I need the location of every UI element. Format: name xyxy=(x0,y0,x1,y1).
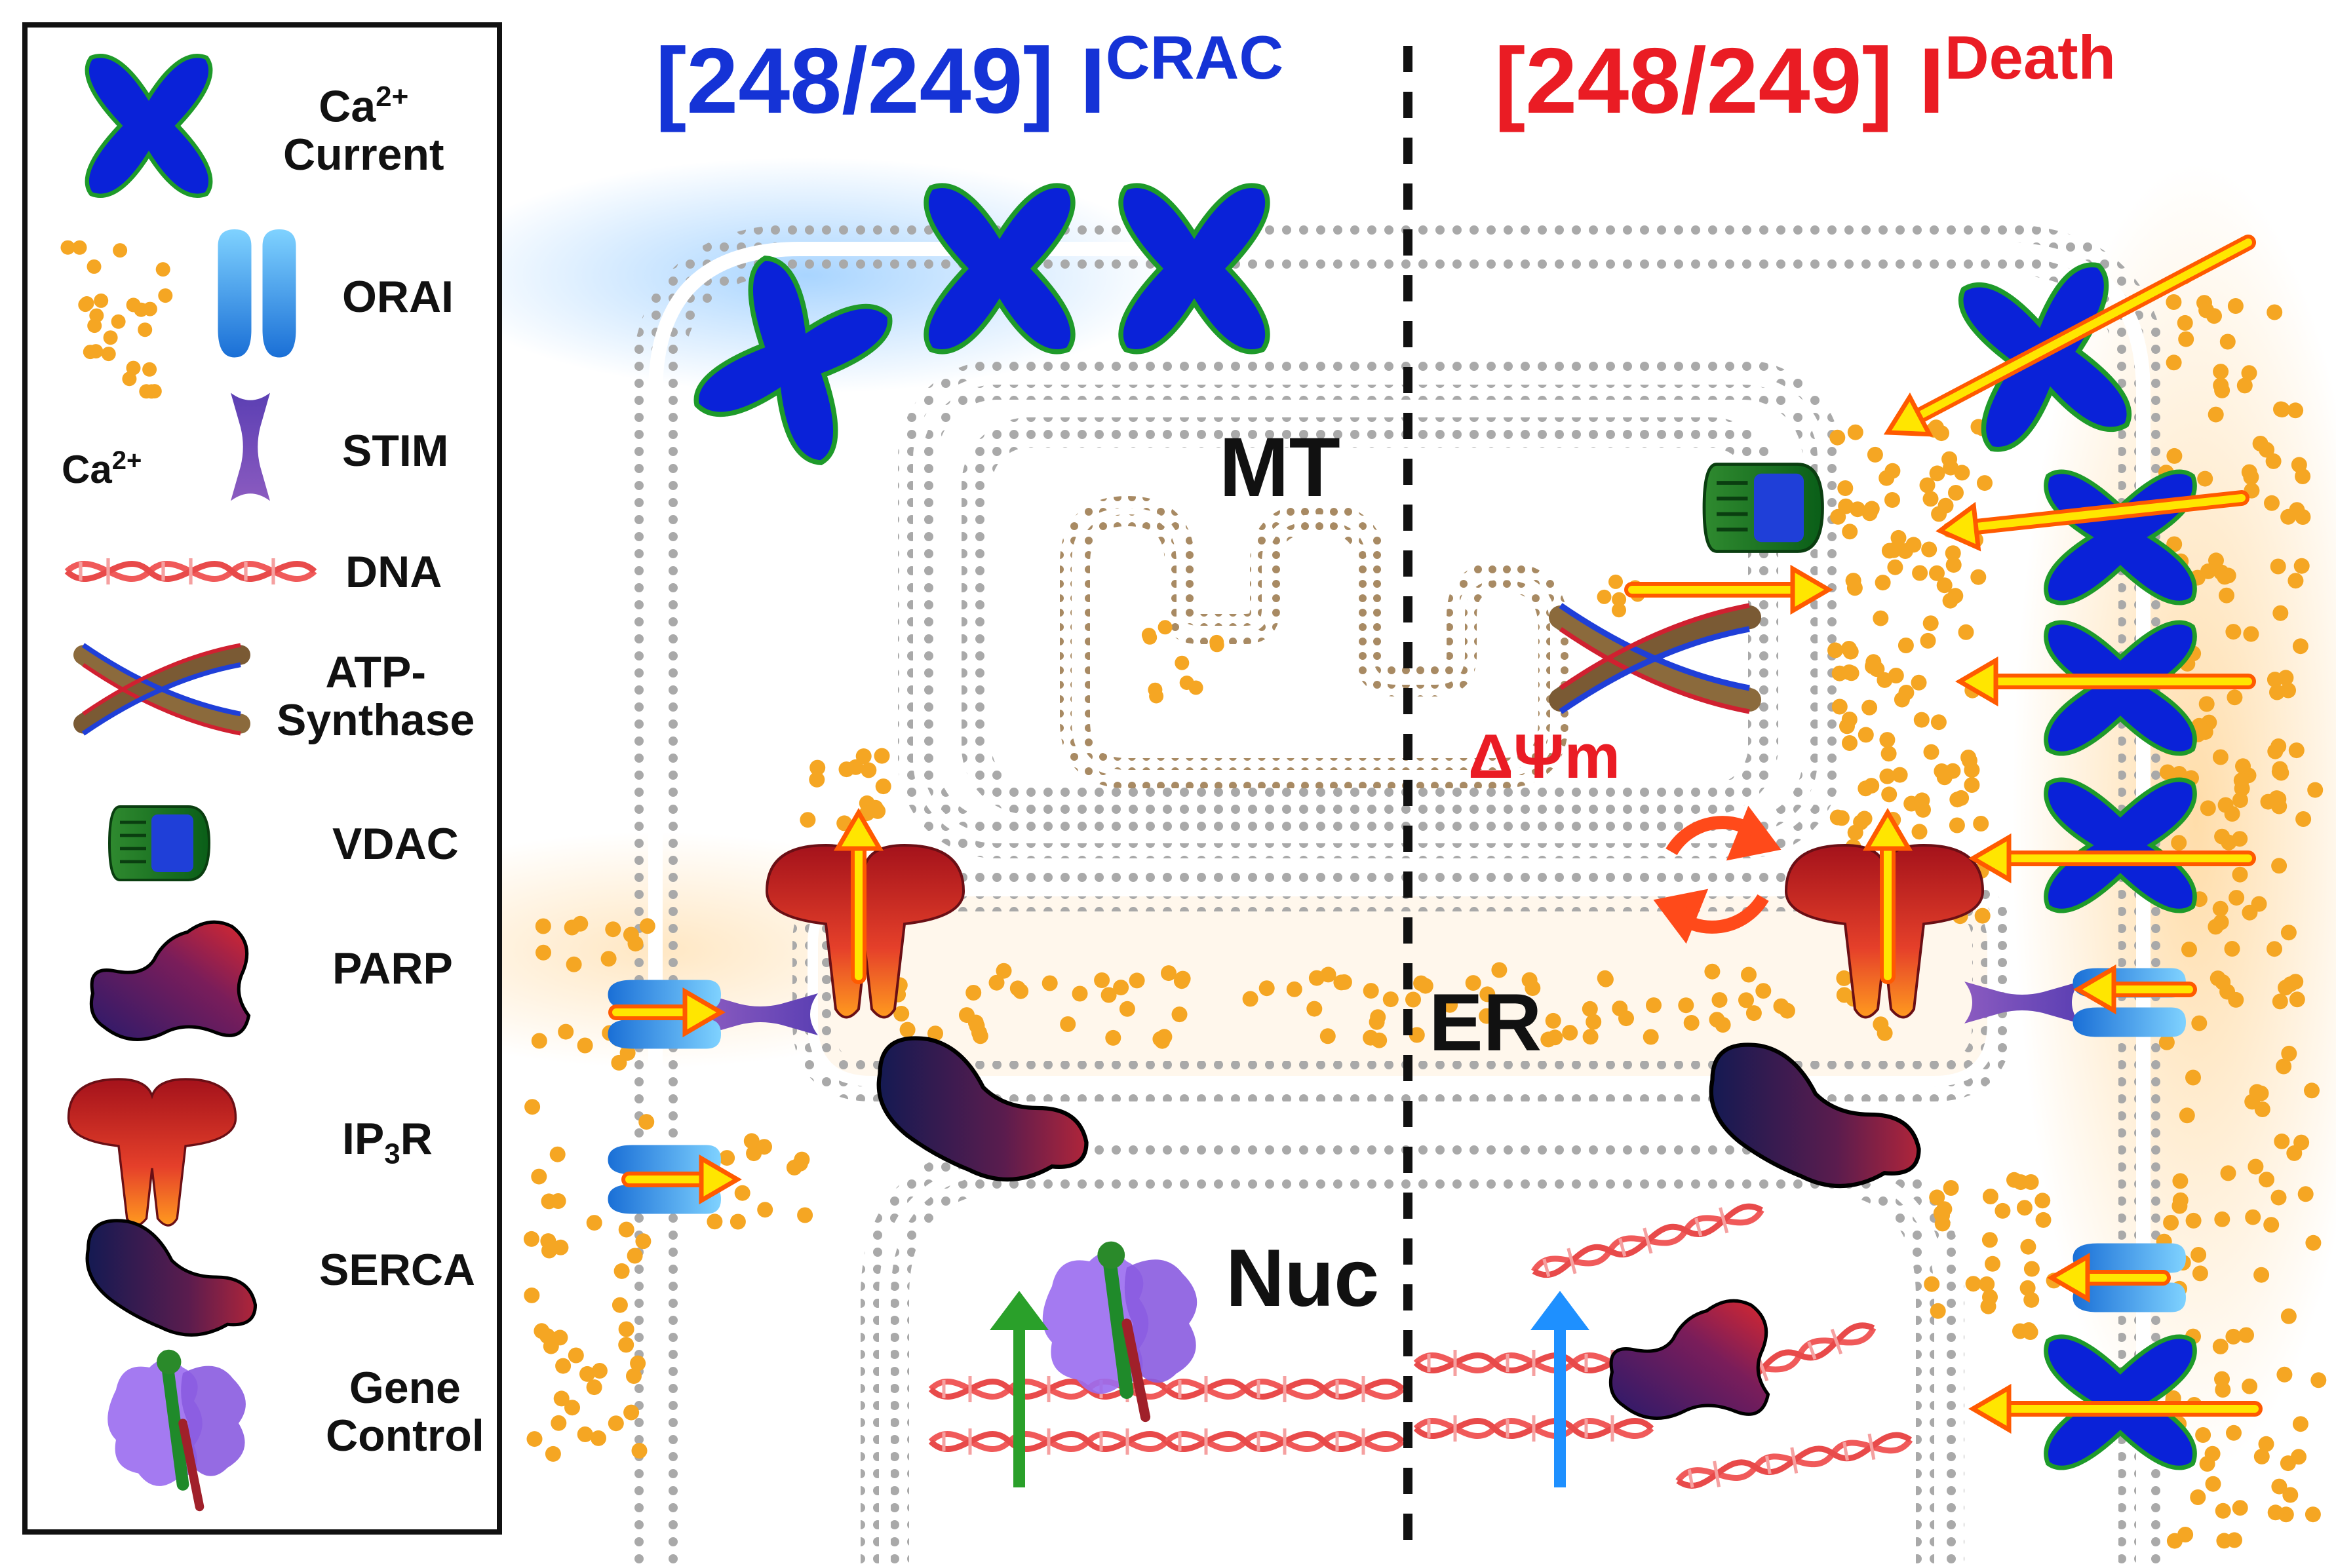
atp-synthase-icon xyxy=(83,645,241,734)
legend-ip3r: IP3R xyxy=(342,1114,433,1170)
membrane-potential-label: ΔΨm xyxy=(1468,721,1621,792)
serca-icon xyxy=(87,1221,255,1335)
rotation-arrows-icon xyxy=(1653,805,1781,944)
cristae-gap xyxy=(1072,507,1557,776)
mitochondria-outer-gap xyxy=(913,375,1827,843)
legend-dna: DNA xyxy=(345,547,442,597)
legend-panel: Ca2+ Current ORAI Ca2+ STIM DNA ATP- Syn… xyxy=(22,22,502,1535)
er-label: ER xyxy=(1429,978,1542,1068)
vdac-icon xyxy=(109,807,209,880)
calcium-current-icon xyxy=(87,56,211,196)
crac-title: [248/249] ICRAC xyxy=(655,23,1284,133)
legend-icons xyxy=(60,28,497,1529)
legend-vdac: VDAC xyxy=(332,819,459,869)
nucleus-label: Nuc xyxy=(1226,1233,1380,1324)
calcium-flux-arrows xyxy=(608,235,2263,1434)
death-title: [248/249] IDeath xyxy=(1494,23,2116,133)
legend-calcium-current: Ca2+ Current xyxy=(283,81,444,180)
ip3r-icon xyxy=(67,1078,237,1227)
legend-ca-ion: Ca2+ xyxy=(62,446,142,491)
gene-control-icon xyxy=(107,1350,246,1507)
legend-stim: STIM xyxy=(342,426,449,476)
mitochondria-label: MT xyxy=(1219,421,1340,514)
vdac-icon xyxy=(1704,465,1823,552)
legend-serca: SERCA xyxy=(319,1245,476,1295)
legend-gene-control: Gene Control xyxy=(326,1363,484,1461)
dna-icon xyxy=(67,558,315,584)
legend-parp: PARP xyxy=(332,944,453,993)
legend-atp-synthase: ATP- Synthase xyxy=(277,647,475,746)
parp-icon xyxy=(91,922,248,1039)
calcium-ion-icon xyxy=(60,240,173,399)
stim-icon xyxy=(231,392,270,501)
transcription-arrows xyxy=(990,1291,1589,1487)
legend-orai: ORAI xyxy=(342,272,454,322)
plasma-membrane-inner xyxy=(648,242,2151,1568)
orai-icon xyxy=(218,229,296,358)
